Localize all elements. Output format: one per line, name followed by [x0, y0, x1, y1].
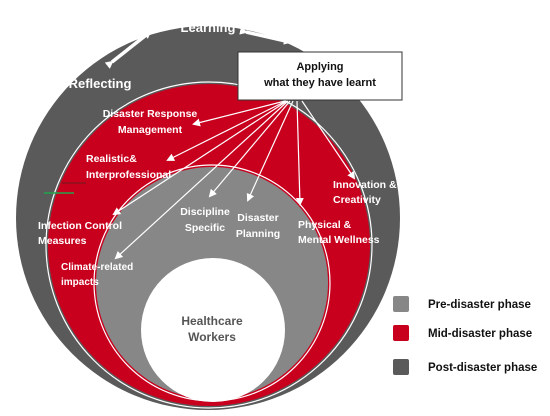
physical-label-1: Physical & — [298, 219, 352, 231]
legend-label-pre: Pre-disaster phase — [428, 299, 531, 311]
disaster-response-label-1: Disaster Response — [103, 108, 198, 120]
realistic-label-1: Realistic& — [86, 153, 137, 165]
applying-box — [237, 51, 403, 101]
infection-control-label-2: Measures — [38, 235, 87, 247]
applying-arrows — [112, 100, 356, 260]
legend-swatch-mid — [393, 325, 409, 341]
discipline-label-2: Specific — [185, 222, 225, 234]
legend-label-mid: Mid-disaster phase — [428, 328, 532, 340]
infection-control-label-1: Infection Control — [38, 220, 122, 232]
learn-apply-arrow — [239, 26, 292, 45]
arrow-infection-control — [112, 100, 288, 216]
legend: Pre-disaster phase Mid-disaster phase Po… — [393, 296, 537, 375]
applying-label-line1: Applying — [296, 61, 343, 73]
disaster-response-label-2: Management — [118, 124, 183, 136]
legend-swatch-pre — [393, 296, 409, 312]
legend-swatch-post — [393, 359, 409, 375]
healthcare-workers-label-2: Workers — [188, 330, 236, 344]
innovation-label-1: Innovation & — [333, 179, 397, 191]
planning-label-1: Disaster — [237, 212, 278, 224]
realistic-label-2: Interprofessional — [86, 169, 171, 181]
applying-label-line2: what they have learnt — [263, 77, 376, 89]
climate-label-1: Climate-related — [61, 262, 133, 273]
arrow-realistic — [166, 100, 287, 161]
arrow-planning — [246, 100, 294, 202]
climate-label-2: impacts — [61, 277, 99, 288]
innovation-label-2: Creativity — [333, 194, 381, 206]
arrow-climate — [114, 100, 289, 260]
arrow-innovation — [301, 100, 356, 180]
healthcare-workers-label-1: Healthcare — [181, 314, 243, 328]
planning-label-2: Planning — [236, 228, 280, 240]
learning-label: Learning — [181, 20, 236, 35]
discipline-label-1: Discipline — [180, 206, 230, 218]
healthcare-workers-circle — [141, 258, 285, 402]
reflecting-label: Reflecting — [69, 76, 132, 91]
arrow-disaster-response — [192, 100, 286, 127]
reflect-learn-arrow — [104, 30, 152, 69]
arrow-physical — [295, 100, 304, 206]
legend-label-post: Post-disaster phase — [428, 362, 537, 374]
arrow-discipline — [208, 100, 291, 198]
mid-disaster-ring-outline — [45, 81, 373, 409]
physical-label-2: Mental Wellness — [298, 234, 380, 246]
